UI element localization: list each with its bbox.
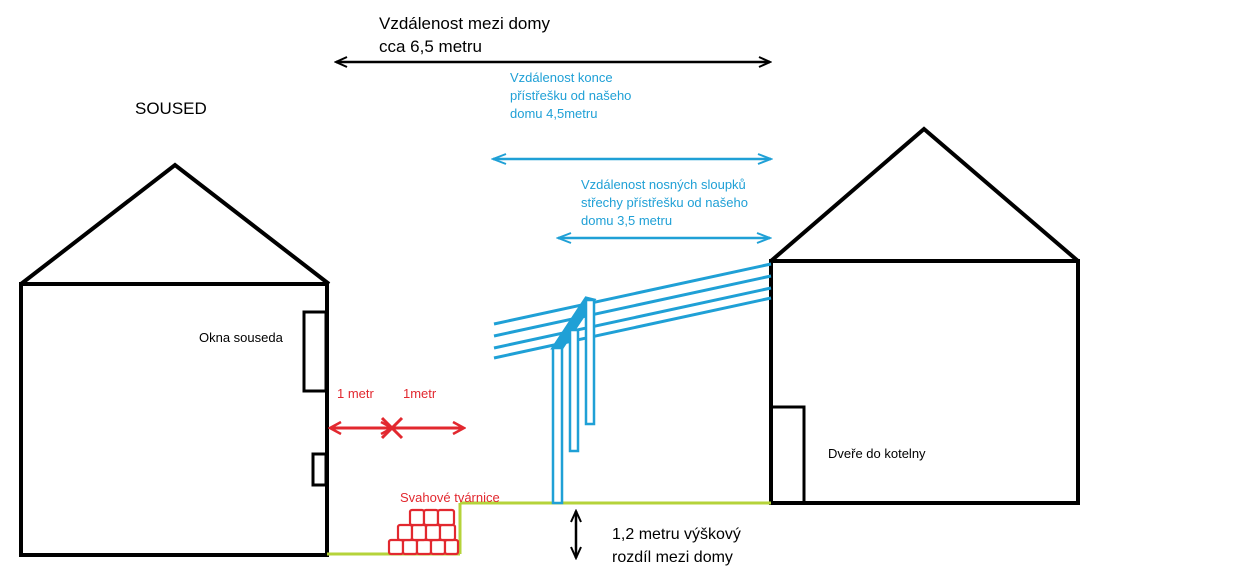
one-metre-label-a: 1 metr xyxy=(337,386,374,401)
one-metre-arrows xyxy=(330,416,464,440)
neighbor-house-wall xyxy=(19,282,329,557)
slope-blocks xyxy=(387,508,460,556)
canopy-end-label: Vzdálenost konce přístřešku od našeho do… xyxy=(510,70,632,121)
our-house-roof xyxy=(769,126,1080,263)
neighbor-house-roof xyxy=(19,162,331,286)
distance-houses-label: Vzdálenost mezi domy cca 6,5 metru xyxy=(379,14,551,56)
height-difference-label: 1,2 metru výškový rozdíl mezi domy xyxy=(612,526,741,566)
neighbor-window-upper xyxy=(302,310,328,393)
our-house-wall xyxy=(769,259,1080,505)
boiler-room-door-label: Dveře do kotelny xyxy=(828,446,926,461)
neighbor-house xyxy=(19,162,331,557)
boiler-room-door xyxy=(769,405,806,505)
slope-blocks-label: Svahové tvárnice xyxy=(400,490,500,505)
our-house xyxy=(769,126,1080,505)
neighbor-windows-label: Okna souseda xyxy=(199,330,283,345)
canopy xyxy=(493,262,772,505)
neighbor-window-lower xyxy=(311,452,328,487)
posts-distance-label: Vzdálenost nosných sloupků střechy příst… xyxy=(581,177,748,228)
neighbor-label: SOUSED xyxy=(135,99,207,118)
one-metre-label-b: 1metr xyxy=(403,386,437,401)
